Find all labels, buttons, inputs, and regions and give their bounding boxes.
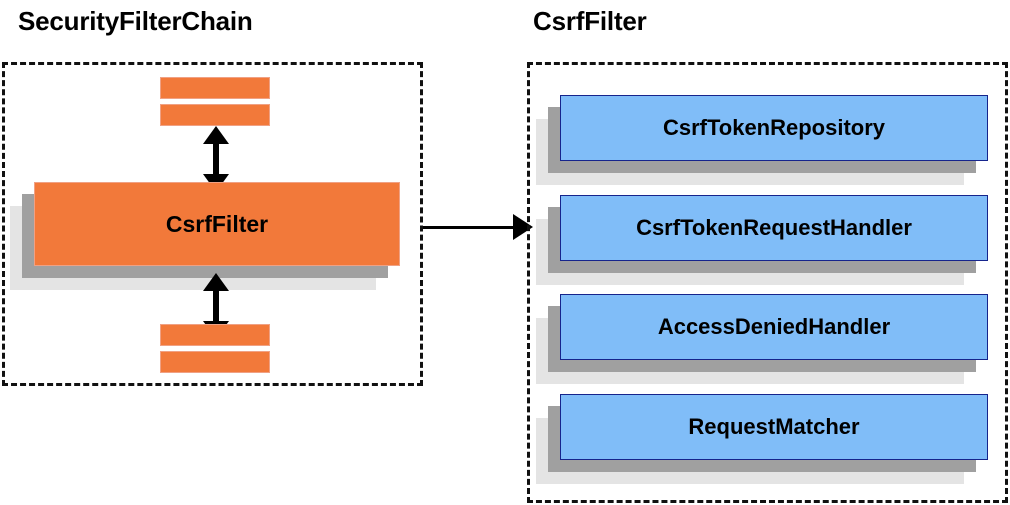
stack-face: CsrfTokenRequestHandler [560, 195, 988, 261]
filter-bar-above-2 [160, 104, 270, 126]
filter-bar-below-1 [160, 324, 270, 346]
panel-title-csrf-filter: CsrfFilter [533, 6, 647, 36]
security-filter-chain-container [2, 62, 423, 386]
stack-face: CsrfFilter [34, 182, 400, 266]
collaborator-csrf-token-request-handler[interactable]: CsrfTokenRequestHandler [536, 195, 988, 285]
filter-bar-above-1 [160, 77, 270, 99]
collaborator-label: AccessDeniedHandler [657, 314, 891, 339]
stack-face: CsrfTokenRepository [560, 95, 988, 161]
arrow-shaft [213, 290, 219, 322]
csrf-filter-container [527, 62, 1008, 503]
arrow-head-up-icon [203, 126, 229, 144]
collaborator-csrf-token-repository[interactable]: CsrfTokenRepository [536, 95, 988, 185]
collaborator-label: RequestMatcher [688, 414, 860, 439]
arrow-shaft [423, 225, 515, 229]
csrffilter-component[interactable]: CsrfFilter [10, 182, 400, 290]
arrow-head-up-icon [203, 273, 229, 291]
stack-face: RequestMatcher [560, 394, 988, 460]
collaborator-request-matcher[interactable]: RequestMatcher [536, 394, 988, 484]
panel-title-security-filter-chain: SecurityFilterChain [18, 6, 253, 36]
filter-bar-below-2 [160, 351, 270, 373]
collaborator-access-denied-handler[interactable]: AccessDeniedHandler [536, 294, 988, 384]
arrow-shaft [213, 143, 219, 175]
csrffilter-label: CsrfFilter [165, 210, 269, 237]
collaborator-label: CsrfTokenRequestHandler [636, 215, 912, 240]
stack-face: AccessDeniedHandler [560, 294, 988, 360]
collaborator-label: CsrfTokenRepository [662, 115, 886, 140]
